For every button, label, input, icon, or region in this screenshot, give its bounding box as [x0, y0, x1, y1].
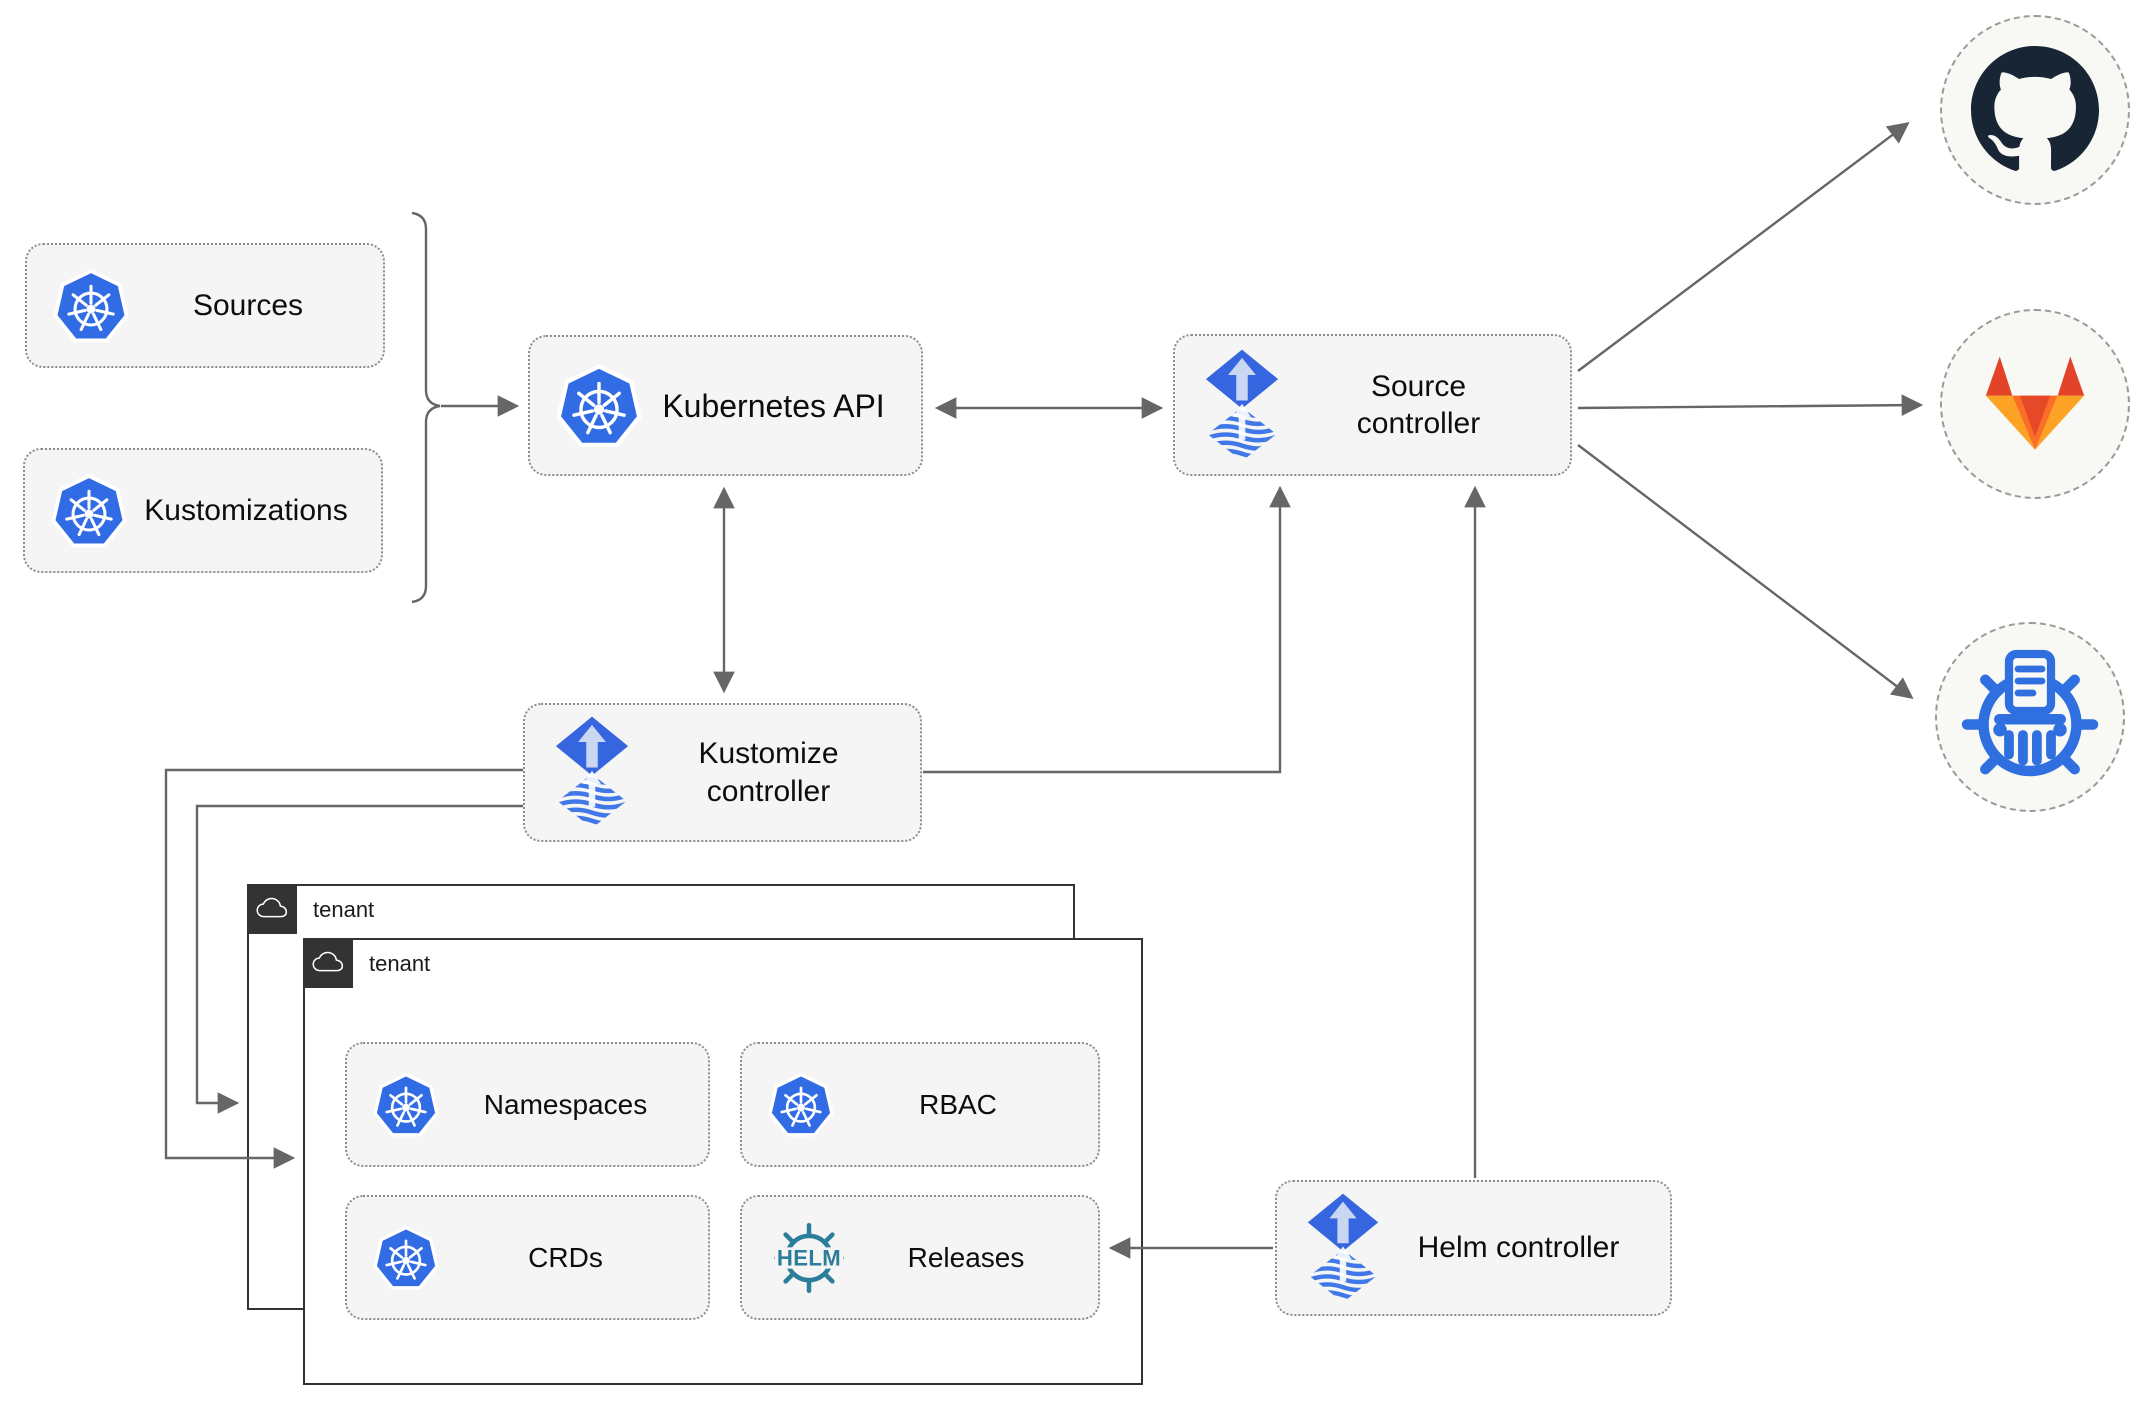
flux-icon [1307, 1193, 1379, 1301]
node-crds: CRDs [345, 1195, 710, 1320]
edge-source-controller-github [1577, 122, 1910, 372]
node-releases: HELM Releases [740, 1195, 1100, 1320]
cloud-icon [312, 951, 343, 972]
node-releases-label: Releases [907, 1242, 1025, 1273]
node-kubernetes-api: Kubernetes API [528, 335, 923, 476]
node-rbac-label: RBAC [919, 1089, 997, 1120]
node-sources-label: Sources [192, 288, 304, 322]
node-kustomize-controller: Kustomize controller [523, 703, 922, 842]
node-namespaces: Namespaces [345, 1042, 710, 1167]
node-crds-label: CRDs [528, 1242, 603, 1273]
node-helm-controller-label: Helm controller [1417, 1231, 1620, 1265]
endpoint-gitlab [1940, 309, 2130, 499]
github-icon [1971, 46, 2099, 171]
node-kustomize-controller-label: Kustomize controller [698, 737, 839, 808]
chartmuseum-icon [1961, 649, 2099, 777]
kubernetes-icon [768, 1072, 834, 1136]
node-kustomizations-label: Kustomizations [144, 493, 348, 527]
tenant-back-header [246, 883, 297, 934]
node-rbac: RBAC [740, 1042, 1100, 1167]
cloud-icon [256, 897, 287, 918]
node-kustomizations: Kustomizations [23, 448, 383, 573]
helm-logo-text: HELM [777, 1245, 841, 1270]
flux-icon [555, 716, 629, 826]
endpoint-github [1940, 15, 2130, 205]
edge-source-controller-chartmuseum [1577, 444, 1914, 699]
edge-kustomize-controller-source-controller [923, 485, 1291, 774]
flux-icon [1205, 349, 1279, 459]
node-source-controller: Source controller [1173, 334, 1572, 476]
node-sources: Sources [25, 243, 385, 368]
kubernetes-icon [556, 363, 642, 447]
tenant-front-header [302, 937, 353, 988]
kubernetes-icon [373, 1225, 439, 1289]
kubernetes-icon [373, 1072, 439, 1136]
node-kubernetes-api-label: Kubernetes API [662, 387, 885, 424]
edge-source-controller-gitlab [1577, 394, 1924, 416]
kubernetes-icon [53, 268, 129, 342]
tenant-front-label: tenant [369, 951, 431, 976]
kubernetes-icon [51, 473, 127, 547]
node-source-controller-label: Source controller [1356, 369, 1481, 441]
node-namespaces-label: Namespaces [483, 1089, 648, 1120]
helm-icon: HELM [773, 1222, 845, 1293]
gitlab-icon [1985, 356, 2085, 450]
edge-group-bracket [411, 211, 441, 604]
tenant-back-label: tenant [313, 897, 375, 922]
node-helm-controller: Helm controller [1275, 1180, 1672, 1316]
endpoint-chartmuseum [1935, 622, 2125, 812]
